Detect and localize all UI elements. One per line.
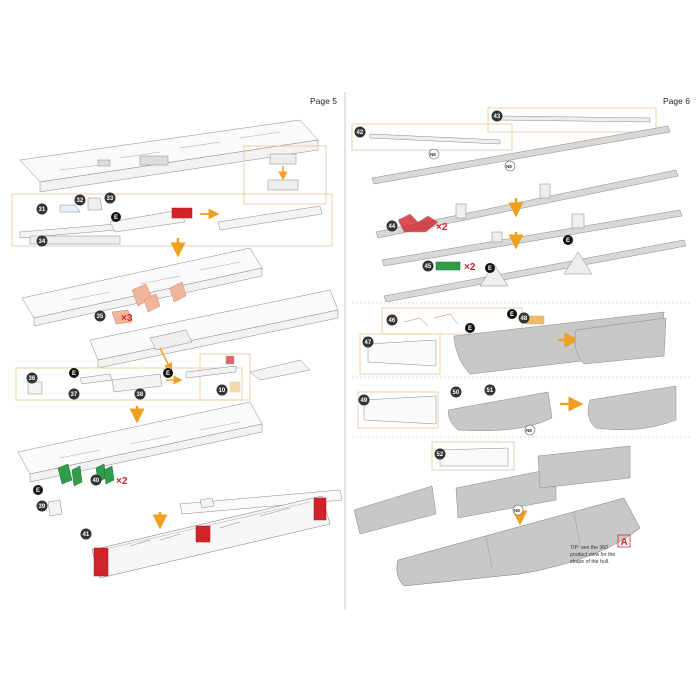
ne-markers: NE NE NE NE	[428, 148, 536, 516]
step-box-46	[381, 307, 523, 335]
step-refs-left: 31 32 33 34 35 36 37 38 39 40 41 10 E E …	[26, 192, 228, 540]
step-33-label: 33	[107, 196, 114, 202]
part-35-piece	[111, 309, 133, 325]
hull-assembled-right	[396, 497, 641, 587]
step-49-label: 49	[361, 398, 368, 404]
tip-line-2: product view for the	[570, 552, 615, 558]
quantity-44: ×2	[436, 222, 448, 233]
marker-e-4: E	[36, 488, 40, 494]
bulkhead-pieces	[131, 281, 187, 313]
marker-ne-2: NE	[506, 164, 512, 169]
step-44-label: 44	[389, 224, 396, 230]
step-45-label: 45	[425, 264, 432, 270]
marker-ne-4: NE	[514, 508, 520, 513]
step-34-label: 34	[39, 239, 46, 245]
left-page	[11, 119, 343, 579]
hull-frame-top	[19, 119, 319, 193]
marker-ne-1: NE	[430, 152, 436, 157]
step-box-49	[357, 391, 439, 429]
marker-e-2: E	[72, 371, 76, 377]
label-a: A	[621, 537, 628, 548]
step-37-label: 37	[71, 392, 78, 398]
hull-side-panel-2	[447, 391, 553, 432]
step-10-label: 10	[219, 388, 226, 394]
marker-ne-3: NE	[526, 428, 532, 433]
hull-assembled-left	[91, 495, 331, 579]
marker-e-8: E	[468, 326, 472, 332]
step-52-label: 52	[437, 452, 444, 458]
step-38-label: 38	[137, 392, 144, 398]
green-bulkheads	[57, 463, 115, 487]
keel-strips	[371, 125, 687, 303]
marker-e-5: E	[566, 238, 570, 244]
right-page	[351, 107, 690, 587]
inset-box-top	[243, 145, 327, 205]
quantity-35: ×3	[121, 313, 133, 324]
marker-e-6: E	[488, 266, 492, 272]
step-32-label: 32	[77, 198, 84, 204]
page-label-right: Page 6	[663, 96, 690, 106]
step-51-label: 51	[487, 388, 494, 394]
hull-frame-3	[89, 289, 339, 373]
step-refs-right: 42 43 44 45 46 47 48 49 50 51 52 E E E E	[354, 110, 573, 460]
step-box-36-38	[15, 367, 243, 401]
label-a-box	[617, 534, 631, 548]
marker-e-3: E	[166, 371, 170, 377]
tip-note: TIP: see the 360 product view for the sh…	[570, 534, 631, 565]
tip-line-3: shape of the hull.	[570, 559, 610, 565]
step-43-label: 43	[494, 114, 501, 120]
step-31-label: 31	[39, 207, 46, 213]
step-46-label: 46	[389, 318, 396, 324]
step-50-label: 50	[453, 390, 460, 396]
step-39-label: 39	[39, 504, 46, 510]
hull-frame-4	[17, 401, 263, 483]
step-box-47	[359, 333, 441, 375]
marker-e-7: E	[510, 312, 514, 318]
step-35-label: 35	[97, 314, 104, 320]
step-47-label: 47	[365, 340, 372, 346]
inset-box-10	[199, 353, 251, 401]
step-36-label: 36	[29, 376, 36, 382]
quantity-45: ×2	[464, 262, 476, 273]
page-label-left: Page 5	[310, 96, 337, 106]
step-42-label: 42	[357, 130, 364, 136]
marker-e-1: E	[114, 215, 118, 221]
step-48-label: 48	[521, 316, 528, 322]
step-box-52	[431, 441, 515, 471]
quantity-40: ×2	[116, 476, 128, 487]
step-box-43	[487, 107, 657, 133]
step-40-label: 40	[93, 478, 100, 484]
step-41-label: 41	[83, 532, 90, 538]
tip-line-1: TIP: see the 360	[570, 545, 608, 551]
